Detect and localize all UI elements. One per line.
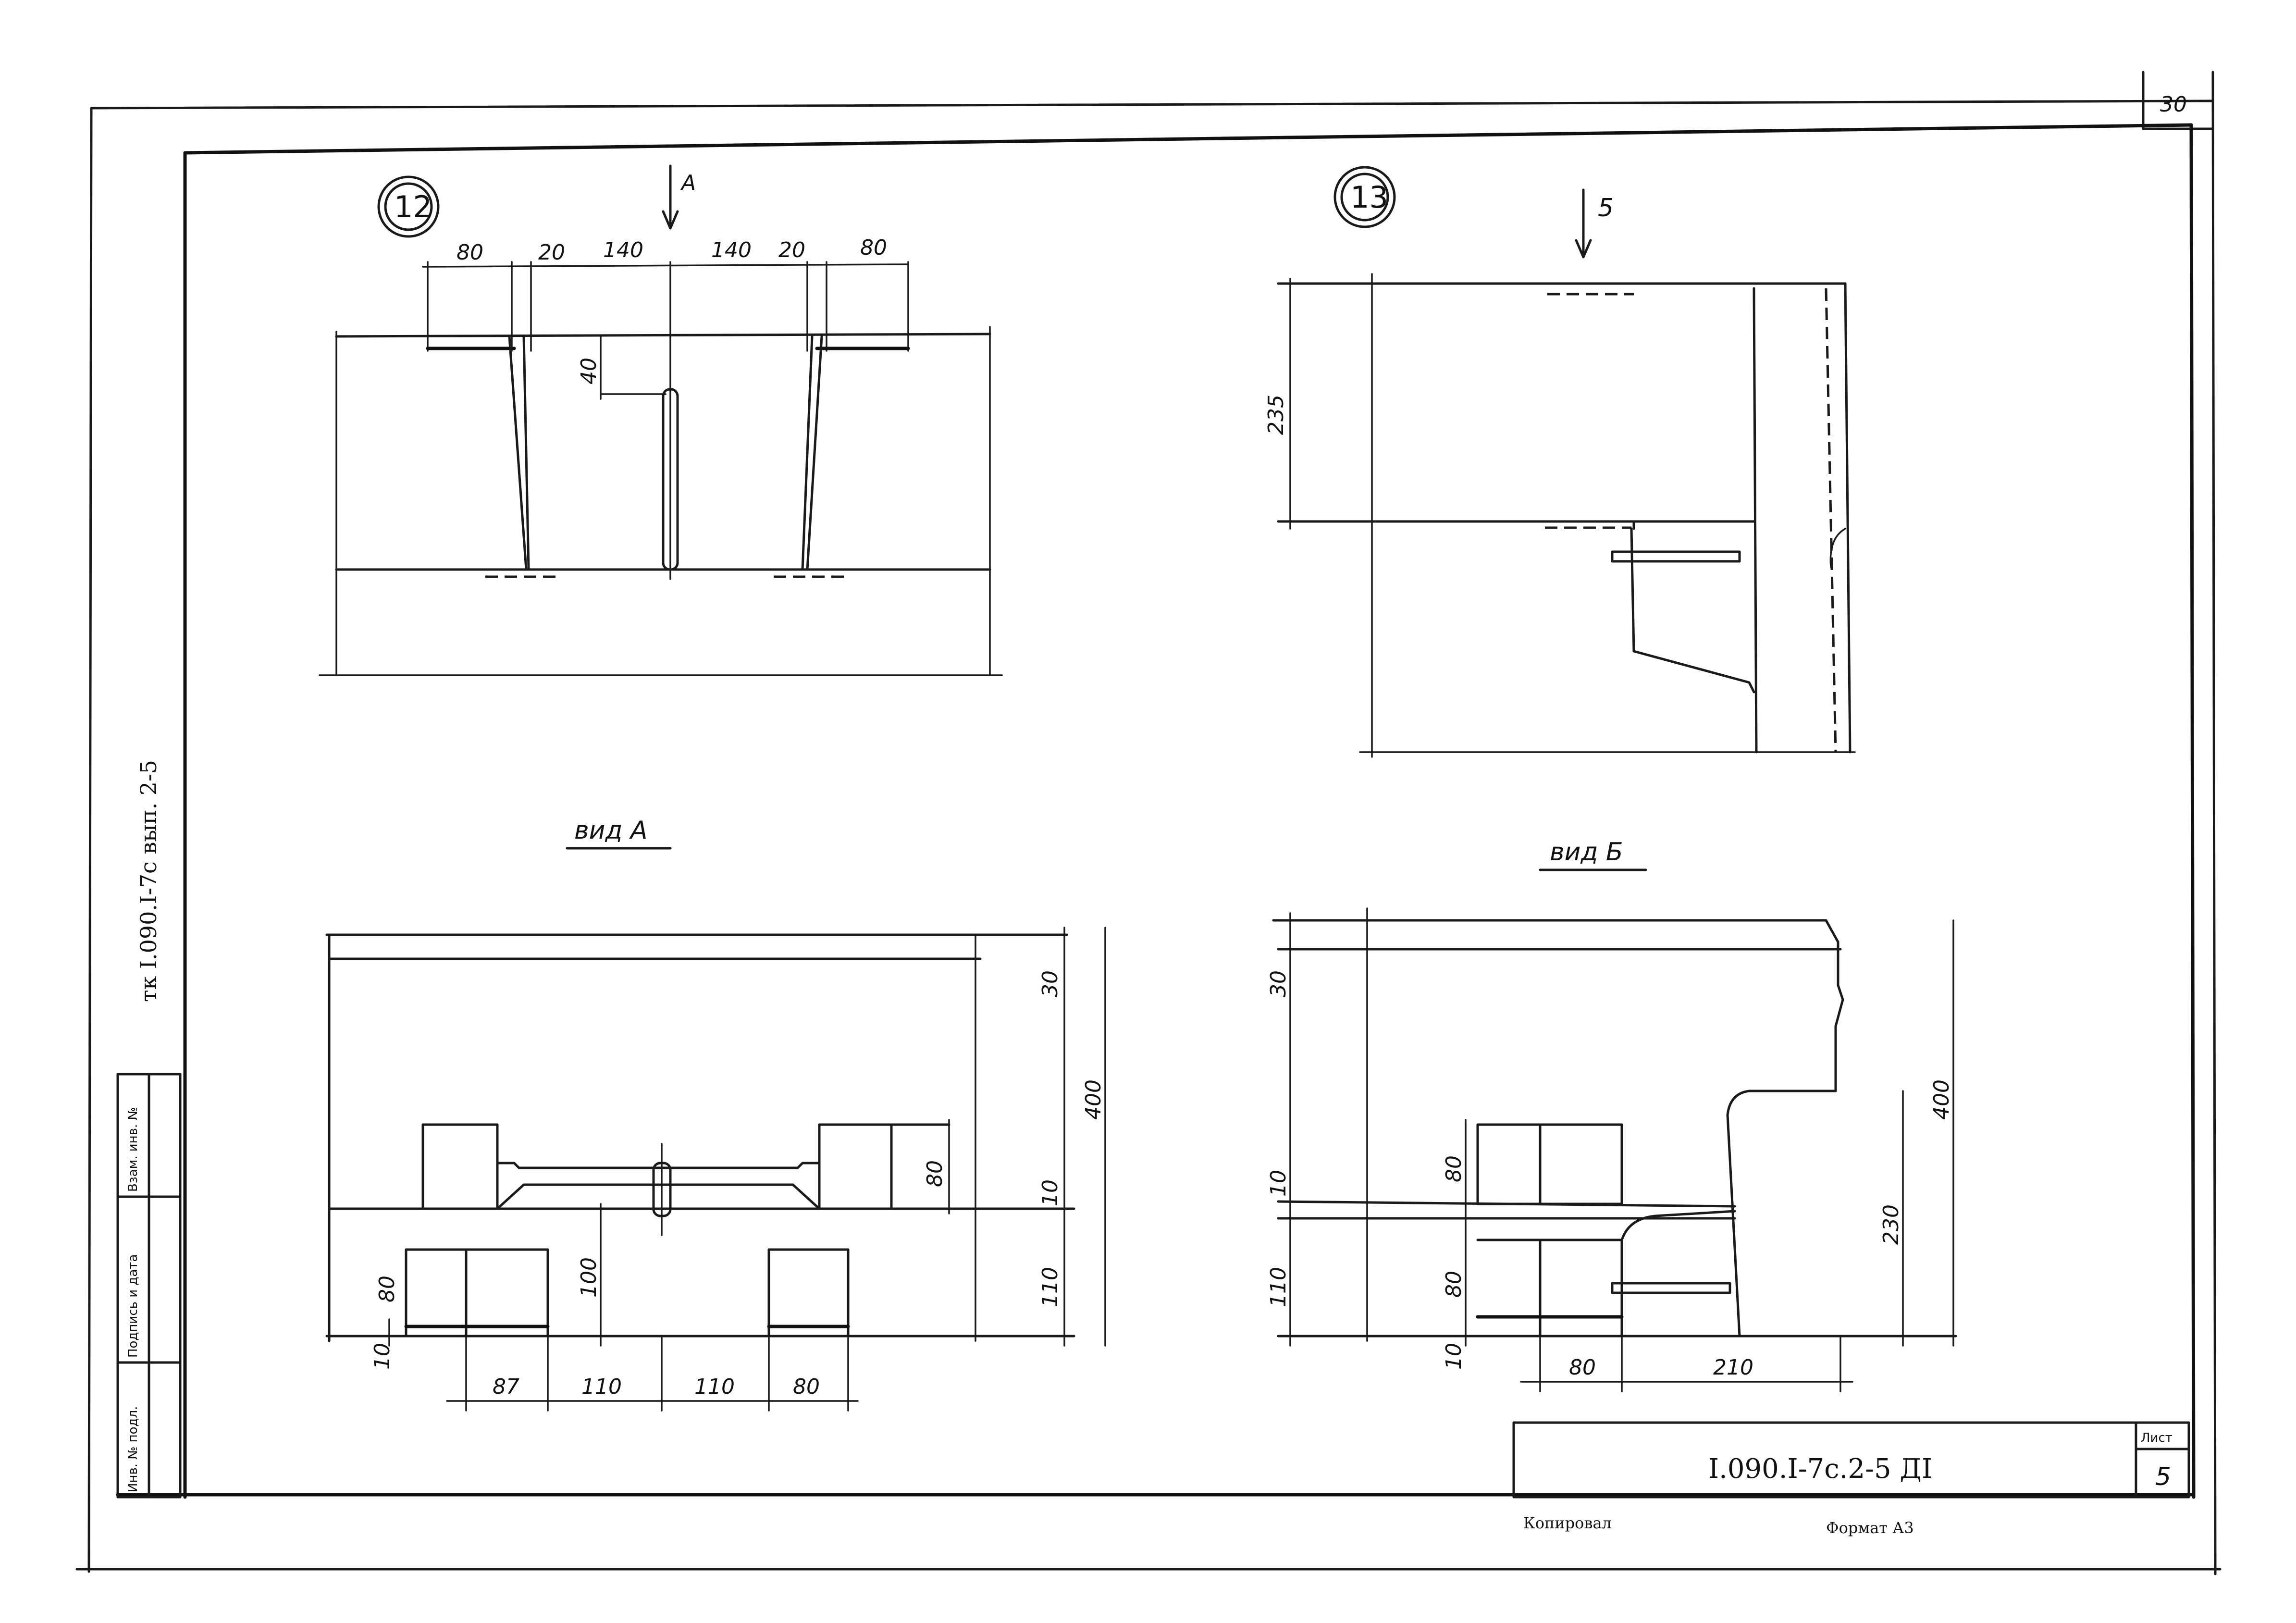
stamp-replace-label: Взам. инв. № — [126, 1107, 140, 1192]
viewA-dim-80: 80 — [923, 1160, 947, 1187]
stamp-inv-label: Инв. № подл. — [126, 1406, 140, 1492]
side-code: тк I.090.I-7с вып. 2-5 — [136, 760, 161, 1002]
d12-dim-80a: 80 — [457, 240, 483, 265]
viewB-dim-80b: 80 — [1442, 1271, 1466, 1298]
viewA-dim-80-bottom: 80 — [793, 1375, 820, 1399]
viewB-dim-210: 210 — [1713, 1355, 1753, 1380]
viewB-dim-400: 400 — [1929, 1079, 1954, 1120]
detail13-section-letter: 5 — [1598, 194, 1614, 223]
page-number: 30 — [2160, 92, 2187, 117]
d12-dim-140a: 140 — [603, 238, 643, 262]
d12-dim-20b: 20 — [778, 238, 805, 262]
viewB-dim-80-bottom: 80 — [1569, 1355, 1596, 1380]
viewB-dim-110: 110 — [1266, 1267, 1291, 1307]
detail-13 — [1277, 166, 1856, 758]
viewA-title: вид А — [574, 816, 648, 845]
detail12-section-letter: А — [680, 171, 696, 195]
viewA-dim-10-left: 10 — [370, 1343, 395, 1370]
viewB-dim-10b: 10 — [1442, 1343, 1466, 1370]
d13-dim-235: 235 — [1264, 395, 1288, 435]
viewB-dim-10: 10 — [1266, 1170, 1291, 1197]
detail12-callout: 12 — [394, 189, 432, 224]
d12-dim-40: 40 — [577, 358, 601, 384]
view-b — [1272, 907, 1957, 1392]
viewA-dim-400: 400 — [1081, 1079, 1106, 1120]
viewB-dim-230: 230 — [1879, 1204, 1903, 1245]
viewB-dim-80a: 80 — [1442, 1155, 1466, 1182]
viewA-dim-87: 87 — [493, 1375, 519, 1399]
d12-dim-80b: 80 — [860, 235, 887, 260]
d12-dim-20a: 20 — [538, 240, 565, 265]
viewB-title: вид Б — [1550, 838, 1623, 867]
detail-12 — [319, 164, 1003, 676]
detail13-callout: 13 — [1350, 180, 1388, 215]
viewA-dim-100: 100 — [577, 1257, 601, 1298]
sheet-number: 5 — [2155, 1462, 2171, 1491]
viewB-dim-30: 30 — [1266, 970, 1291, 997]
viewA-dim-110a: 110 — [581, 1375, 622, 1399]
left-stamp — [116, 1073, 182, 1499]
view-a — [325, 927, 1106, 1412]
viewA-dim-10: 10 — [1038, 1179, 1062, 1206]
d12-dim-140b: 140 — [711, 238, 752, 262]
sheet-frame — [75, 71, 2222, 1575]
doc-code: I.090.I-7с.2-5 ДI — [1708, 1453, 1932, 1485]
viewA-dim-110: 110 — [1038, 1267, 1062, 1307]
stamp-sign-label: Подпись и дата — [126, 1254, 140, 1358]
footer-format: Формат А3 — [1826, 1519, 1914, 1537]
footer-copied: Копировал — [1523, 1514, 1612, 1532]
viewA-dim-110b: 110 — [694, 1375, 735, 1399]
viewA-dim-80-left: 80 — [375, 1276, 399, 1302]
sheet-label: Лист — [2141, 1431, 2173, 1445]
viewA-dim-30: 30 — [1038, 970, 1062, 997]
title-block — [1512, 1421, 2190, 1499]
